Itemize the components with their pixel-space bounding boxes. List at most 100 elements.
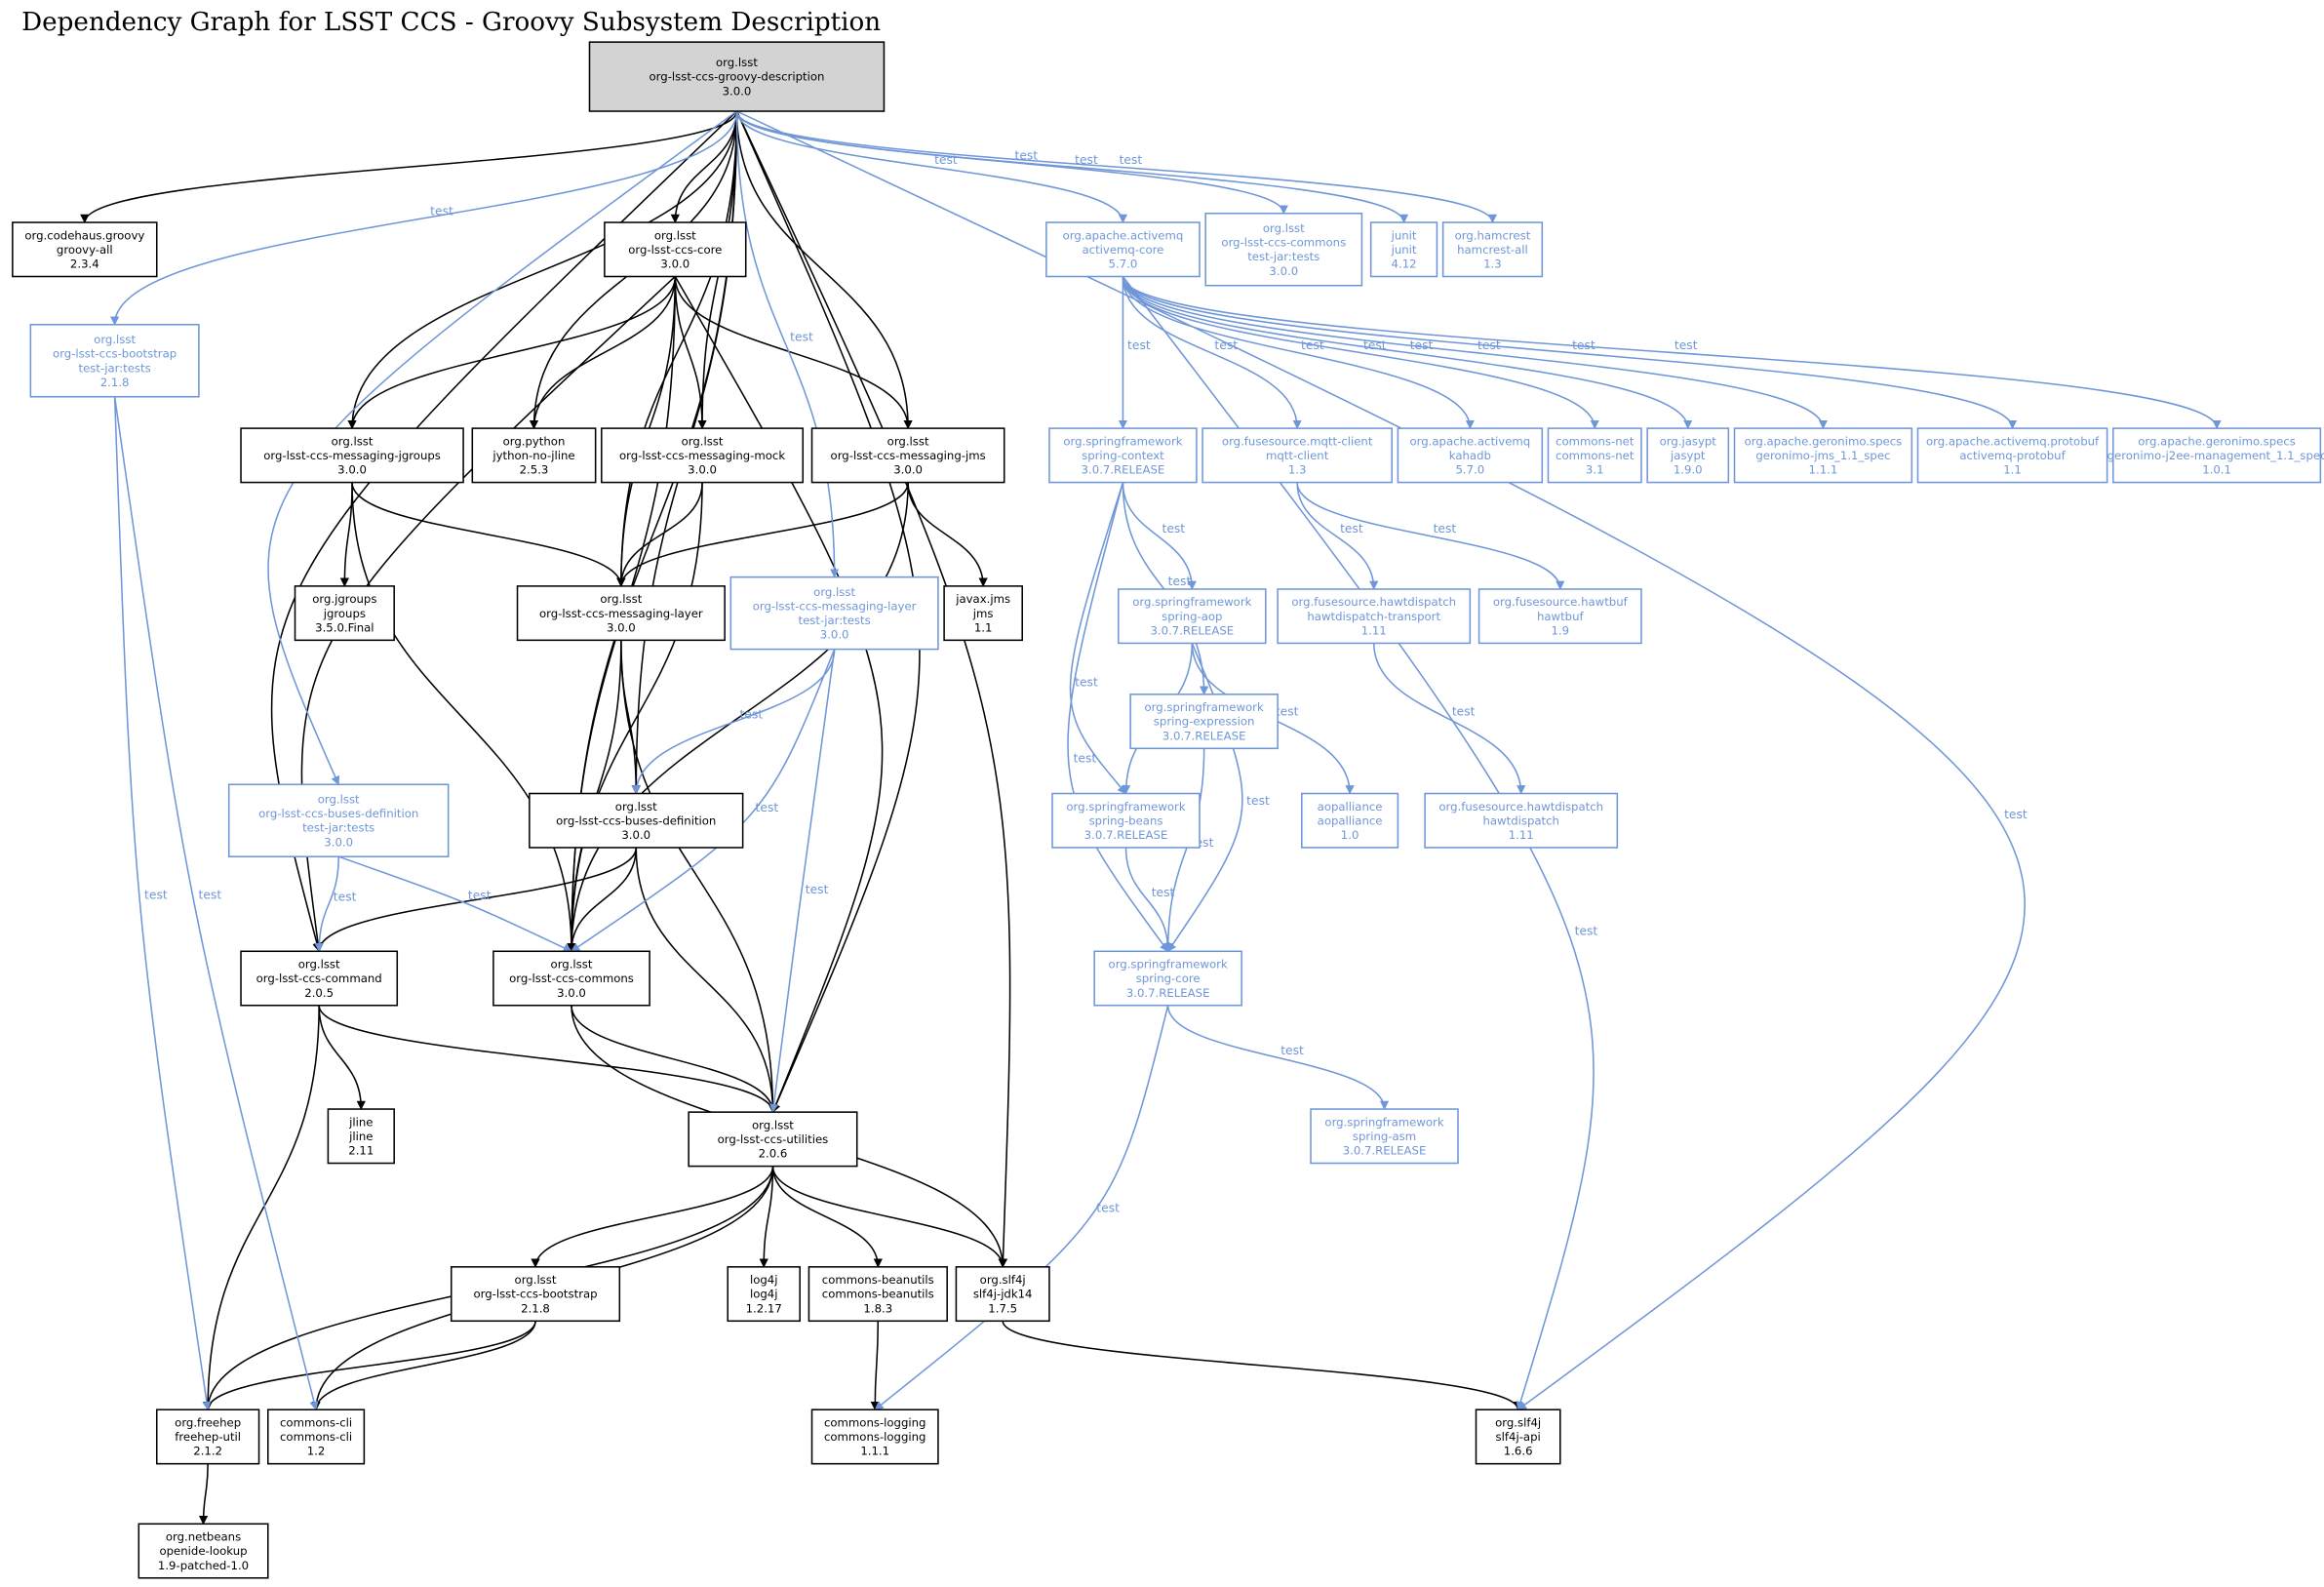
edge-commons-beanutils-to-commons-logging [870,1321,880,1411]
edge-ccs-bootstrap-tests-to-freehep-util [113,396,212,1411]
node-box [810,1408,939,1465]
node-box [516,585,726,642]
node-box [1129,694,1279,750]
edge-groovy-description-to-messaging-layer-tests [735,111,840,578]
edge-scope-label: test [1214,338,1238,352]
edge-spring-core-to-spring-asm [1166,1005,1390,1110]
edge-scope-label: test [1410,338,1434,352]
node-box [240,950,399,1007]
node-box [1310,1108,1459,1165]
edge-scope-label: test [468,889,492,902]
node-box [1048,427,1198,484]
edge-activemq-core-to-geronimo-j2ee-spec [1122,276,2222,430]
edge-ccs-utilities-to-slf4j-jdk14 [771,1166,1007,1268]
node-box [1045,221,1201,278]
node-box [807,1266,948,1323]
node-box [327,1108,395,1165]
edge-messaging-jms-to-ccs-commons [567,482,909,953]
edge-buses-definition-to-ccs-utilities [635,847,778,1114]
node-box [1201,427,1394,484]
node-box [1424,792,1619,849]
edge-scope-label: test [1340,522,1363,536]
node-box [1093,950,1242,1007]
edge-ccs-bootstrap-to-freehep-util [203,1321,536,1411]
edge-scope-label: test [1575,924,1598,937]
node-box [1277,588,1472,645]
edge-groovy-description-to-activemq-core [735,110,1128,223]
edge-groovy-description-to-messaging-jms [735,111,913,430]
edge-ccs-core-to-messaging-mock [674,276,707,430]
edge-freehep-util-to-openide-lookup [198,1463,209,1526]
edge-scope-label: test [144,889,168,902]
node-box [227,783,450,857]
node-box [267,1408,366,1465]
node-box [450,1266,621,1323]
edge-spring-beans-to-spring-core [1124,847,1173,953]
edge-messaging-jms-to-jms [907,482,988,587]
edge-scope-label: test [1096,1201,1120,1214]
edge-groovy-description-to-messaging-layer [616,111,738,587]
edge-messaging-layer-to-buses-definition [620,640,641,795]
edge-scope-label: test [1452,704,1476,718]
node-box [1733,427,1913,484]
edge-ccs-utilities-to-log4j [759,1166,774,1268]
edge-scope-label: test [1246,794,1270,808]
edge-scope-label: test [790,331,813,344]
edge-buses-definition-to-ccs-command [314,847,638,953]
node-box [955,1266,1050,1323]
edge-ccs-bootstrap-to-commons-cli [311,1321,536,1411]
edge-ccs-utilities-to-commons-beanutils [771,1166,883,1268]
edge-groovy-description-to-messaging-jgroups [347,111,738,430]
edge-activemq-core-to-kahadb [1122,276,1475,430]
node-box [155,1408,260,1465]
edge-scope-label: test [1168,575,1192,588]
edge-spring-context-to-spring-aop [1122,482,1197,590]
edge-activemq-core-to-commons-net [1122,276,1599,430]
edge-slf4j-jdk14-to-slf4j-api [1002,1321,1523,1411]
node-box [1547,427,1642,484]
edge-ccs-core-to-ccs-utilities [674,276,884,1113]
edge-scope-label: test [1074,752,1097,766]
edge-spring-context-to-spring-core [1067,482,1169,953]
edge-buses-definition-tests-to-ccs-command [314,856,339,953]
node-box [1397,427,1544,484]
edge-scope-label: test [2004,808,2028,821]
node-box [12,221,158,278]
